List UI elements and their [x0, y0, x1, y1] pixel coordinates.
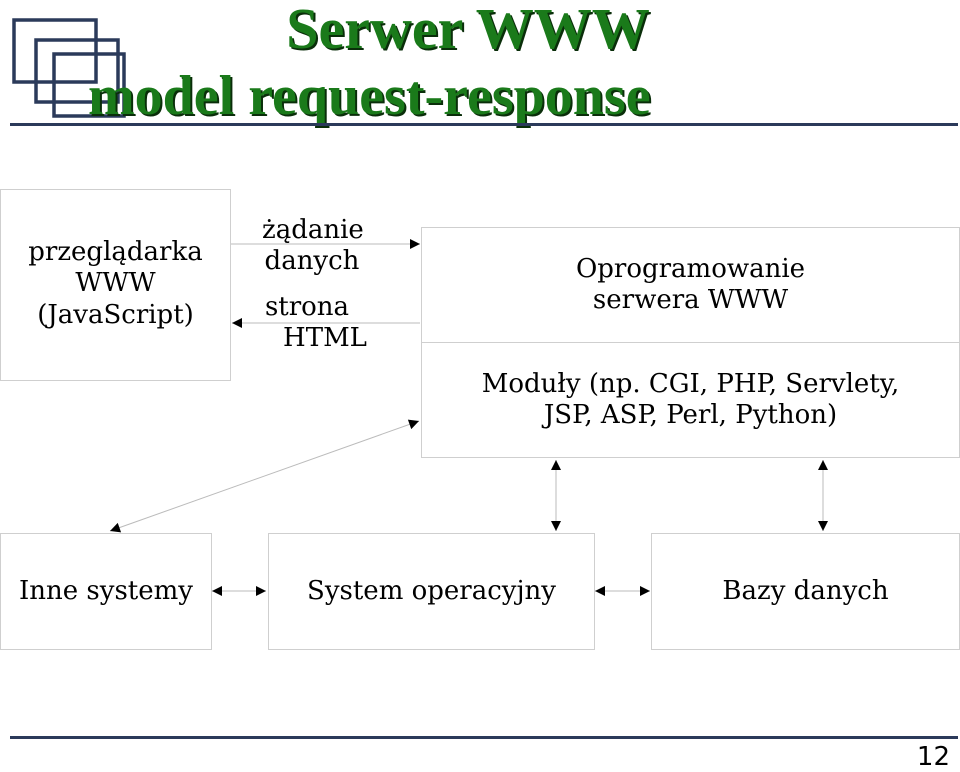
title-line-2: model request-response: [88, 65, 651, 127]
databases-label: Bazy danych: [722, 576, 889, 606]
operating-system-box: System operacyjny: [268, 533, 595, 650]
modules-line-2: JSP, ASP, Perl, Python): [543, 400, 838, 430]
response-label-line-2: HTML: [283, 323, 367, 353]
modules-other-arrow: [109, 419, 420, 533]
server-divider: [422, 342, 959, 343]
server-line-2: serwera WWW: [592, 285, 789, 315]
other-systems-box: Inne systemy: [0, 533, 212, 650]
browser-line-2: WWW: [75, 268, 156, 298]
request-label-line-2: danych: [264, 246, 360, 276]
databases-box: Bazy danych: [651, 533, 960, 650]
page-number: 12: [916, 742, 950, 772]
footer-rule: [10, 736, 958, 739]
browser-box: przeglądarka WWW (JavaScript): [0, 189, 231, 381]
header-rule: [10, 123, 958, 126]
response-label-line-1: strona: [264, 292, 350, 322]
server-line-1: Oprogramowanie: [575, 254, 806, 284]
request-label-line-1: żądanie: [262, 215, 364, 245]
modules-line-1: Moduły (np. CGI, PHP, Servlety,: [481, 369, 900, 399]
browser-line-3: (JavaScript): [37, 300, 194, 330]
server-box: Oprogramowanie serwera WWW Moduły (np. C…: [421, 227, 960, 458]
logo-squares-icon: [12, 18, 126, 118]
title-line-1: Serwer WWW: [286, 0, 650, 61]
other-systems-label: Inne systemy: [19, 576, 193, 606]
operating-system-label: System operacyjny: [307, 576, 556, 606]
browser-line-1: przeglądarka: [28, 237, 203, 267]
